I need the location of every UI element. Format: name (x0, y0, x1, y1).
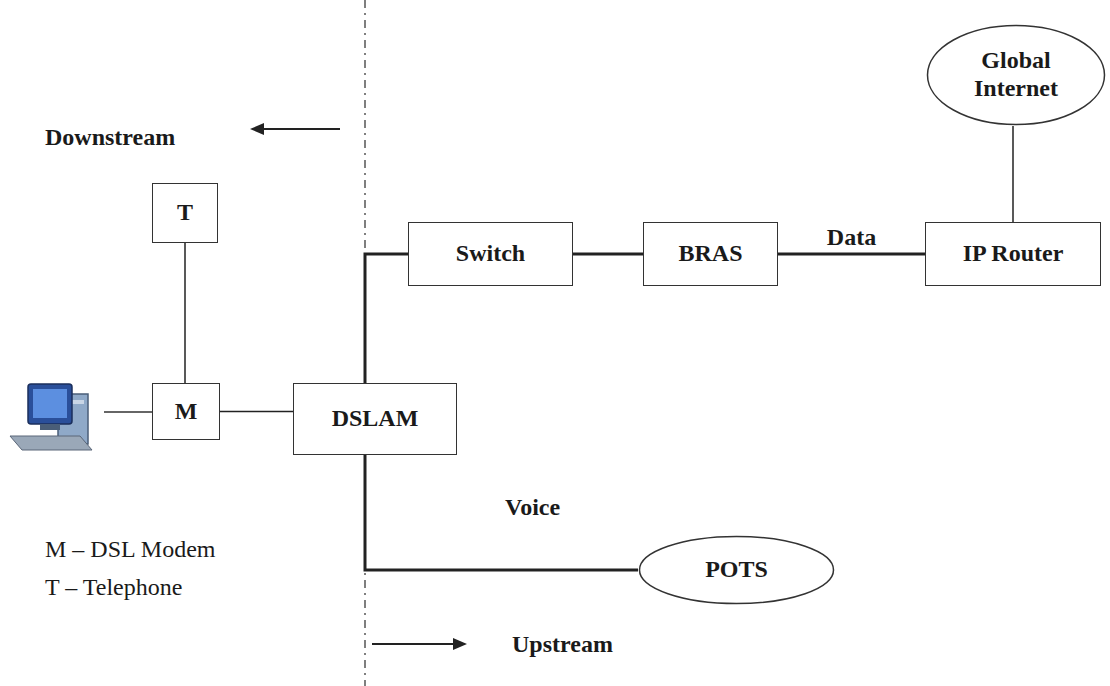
edge-label: Data (825, 224, 878, 251)
bras-box: BRAS (643, 222, 778, 286)
node-text: Global Internet (951, 47, 1081, 102)
cloud-ellipse: Global Internet (926, 24, 1106, 126)
router-box: IP Router (925, 222, 1101, 286)
node-text: M (175, 398, 198, 426)
trunk-line (778, 254, 925, 255)
link-line (185, 243, 186, 383)
legend-note: M – DSL Modem (45, 536, 215, 563)
node-text: BRAS (678, 240, 742, 268)
link-label: Voice (505, 494, 560, 521)
computer-icon (10, 384, 153, 450)
direction-label: Upstream (512, 631, 613, 658)
link-line (220, 411, 293, 412)
link-line (1013, 126, 1014, 222)
legend-note: T – Telephone (45, 574, 182, 601)
trunk-line (365, 254, 408, 383)
upstream-arrow (372, 638, 467, 650)
node-text: T (177, 199, 193, 227)
telephone-box: T (152, 183, 218, 243)
node-text: DSLAM (332, 405, 419, 433)
modem-box: M (152, 383, 220, 440)
switch-box: Switch (408, 222, 573, 286)
pots-ellipse: POTS (638, 535, 835, 605)
dslam-box: DSLAM (293, 383, 457, 455)
trunk-line (573, 254, 643, 255)
node-text: Switch (456, 240, 525, 268)
direction-label: Downstream (45, 124, 175, 151)
node-text: POTS (705, 556, 768, 584)
downstream-arrow (250, 123, 340, 135)
node-text: IP Router (963, 240, 1064, 268)
trunk-line (365, 455, 638, 570)
